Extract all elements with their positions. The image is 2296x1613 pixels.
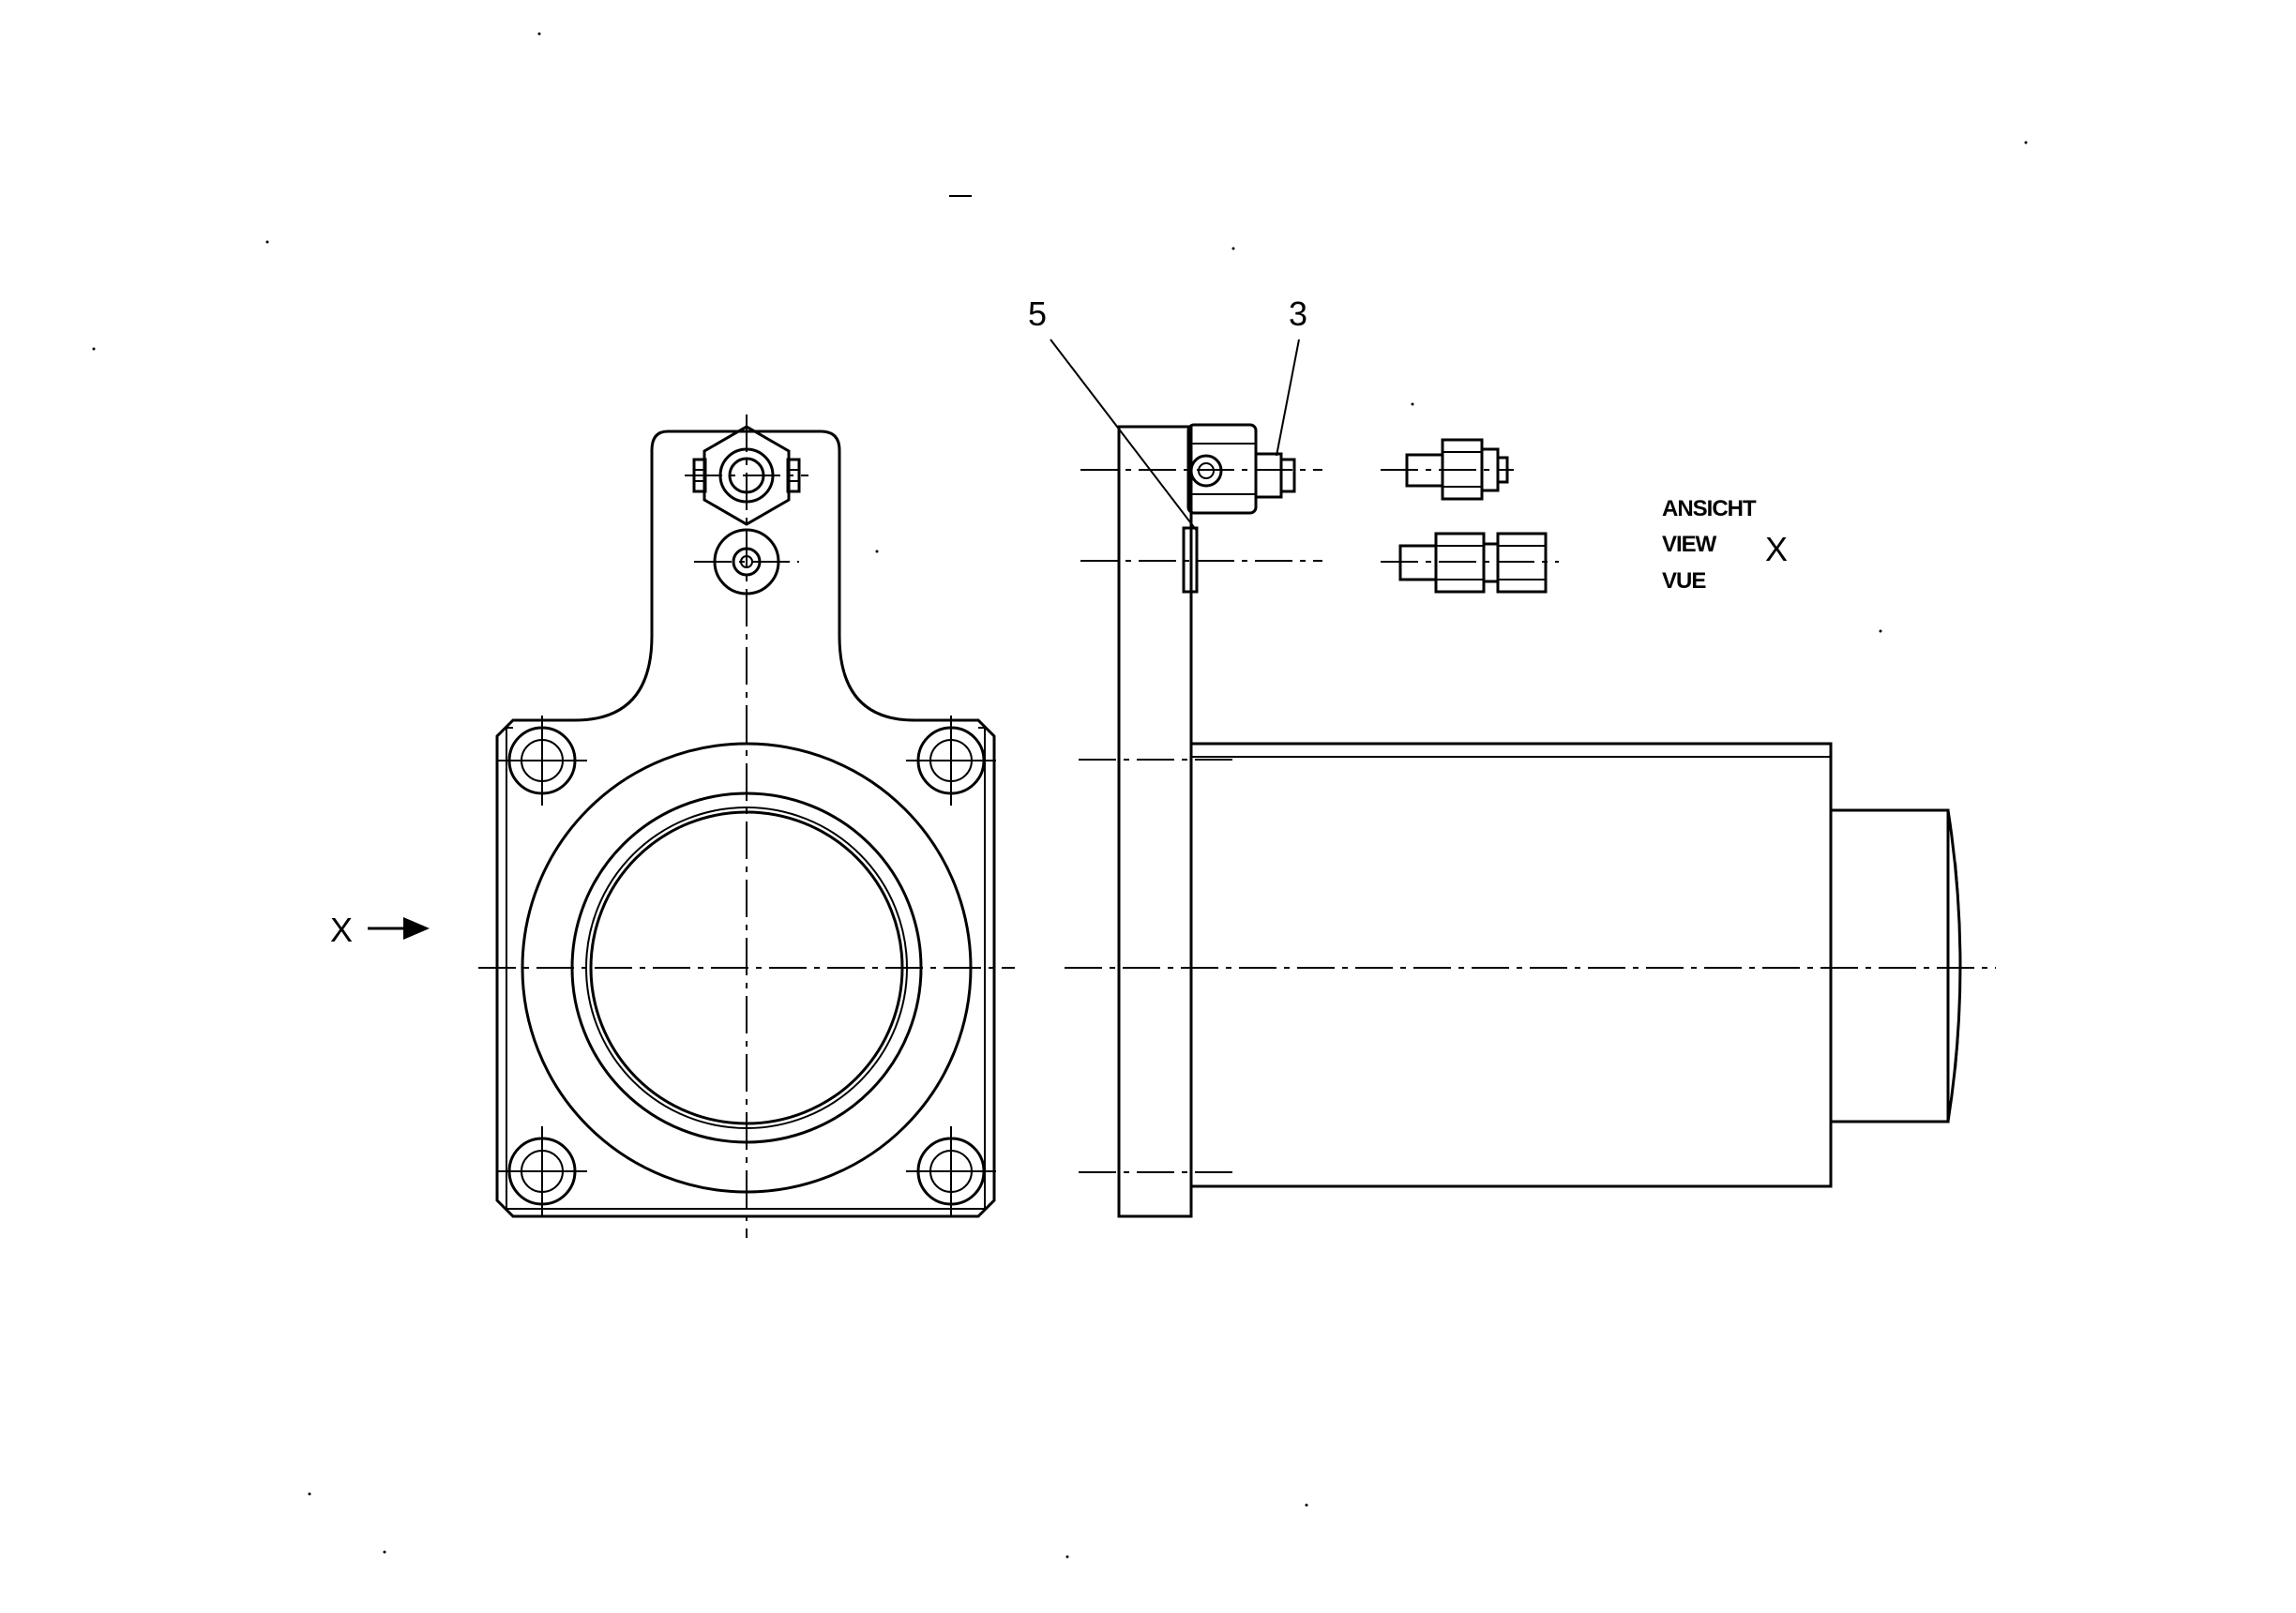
view-direction-letter: X (330, 911, 353, 949)
leader-5 (1050, 339, 1198, 532)
callout-3: 3 (1289, 294, 1307, 333)
view-x-detail: ANSICHT VIEW VUE X (1381, 438, 1788, 594)
front-view-outline (495, 430, 996, 1218)
arrow-right-icon (403, 917, 430, 940)
callouts: 5 3 (1028, 294, 1307, 532)
detail-fitting-lower (1381, 532, 1559, 594)
bolt-hole-top-left (497, 716, 587, 806)
side-body (1189, 742, 1833, 1188)
bolt-hole-top-right (906, 716, 996, 806)
side-view (1065, 423, 1996, 1218)
callout-5: 5 (1028, 294, 1047, 333)
view-label-fr: VUE (1662, 568, 1706, 594)
front-view (478, 415, 1015, 1238)
side-flange-plate (1117, 425, 1193, 1218)
bolt-hole-bottom-left (497, 1126, 587, 1216)
side-end-cap (1831, 808, 1950, 1123)
detail-fitting-upper (1381, 438, 1514, 501)
view-direction-indicator: X (330, 911, 430, 949)
leader-3 (1276, 339, 1300, 457)
view-label-en: VIEW (1662, 532, 1717, 557)
bolt-hole-bottom-right (906, 1126, 996, 1216)
view-label-letter: X (1765, 530, 1788, 568)
view-label-de: ANSICHT (1662, 496, 1757, 521)
paper-specks (92, 32, 2028, 1559)
